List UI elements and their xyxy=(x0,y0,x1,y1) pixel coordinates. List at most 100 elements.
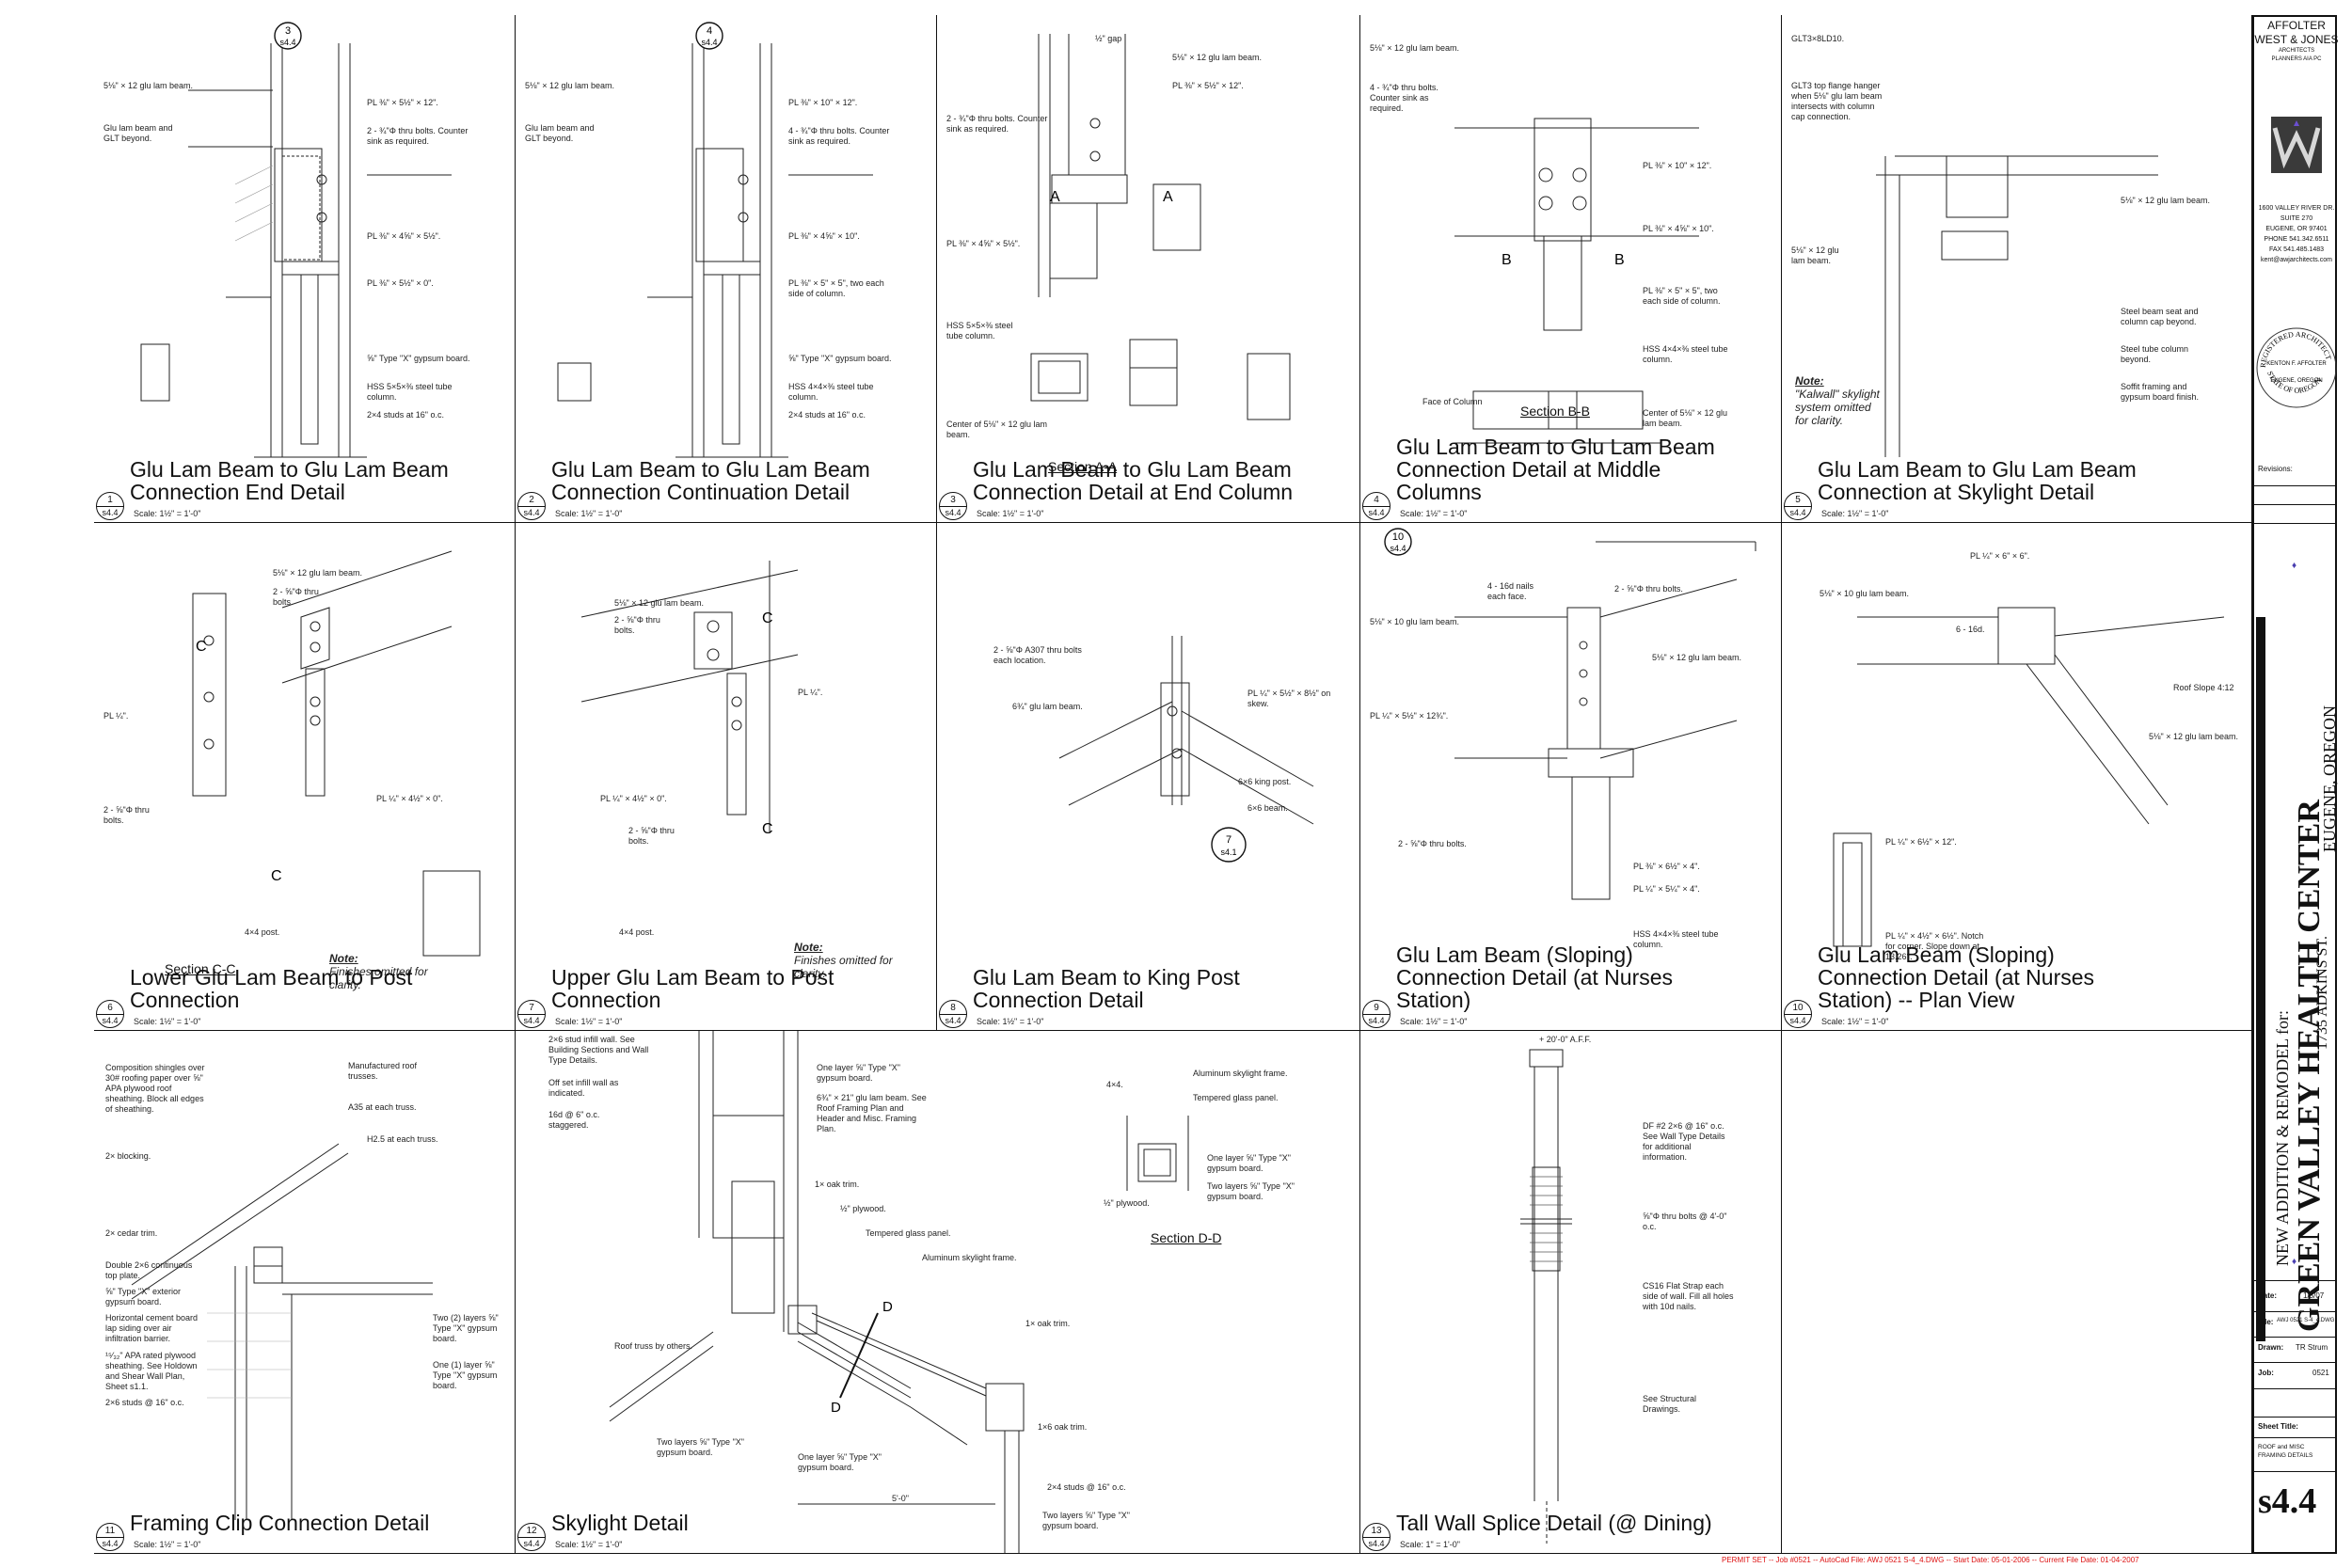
detail-title: Glu Lam Beam to Glu Lam Beam xyxy=(973,457,1292,482)
detail-title: Station) xyxy=(1396,988,1471,1012)
note: HSS 5×5×⅜ steel tube column. xyxy=(946,321,1013,341)
detail-11: Composition shingles over 30# roofing pa… xyxy=(94,1031,516,1554)
note: 5⅛" × 12 glu lam beam. xyxy=(525,81,615,90)
detail-12-drawing: D D xyxy=(609,1031,1189,1553)
note: 5⅛" × 12 glu lam beam. xyxy=(103,81,194,90)
note: One layer ⅝" Type "X" gypsum board. xyxy=(817,1063,900,1083)
note: A35 at each truss. xyxy=(348,1102,417,1112)
cut-ref-3: 3 xyxy=(285,25,291,37)
note: One layer ⅝" Type "X" gypsum board. xyxy=(1207,1153,1291,1173)
note: Face of Column xyxy=(1422,397,1483,406)
meta-job: Job:0521 xyxy=(2258,1369,2329,1377)
svg-text:D: D xyxy=(831,1400,841,1416)
note: 1×6 oak trim. xyxy=(1038,1422,1088,1432)
detail-title: Glu Lam Beam to Glu Lam Beam xyxy=(1818,457,2137,482)
svg-text:A: A xyxy=(1163,189,1173,205)
detail-5-drawing xyxy=(1876,155,2158,457)
detail-3-drawing: A A xyxy=(1030,34,1291,420)
note: 4 - ¾"Φ thru bolts. Counter sink as requ… xyxy=(788,126,890,146)
note: 4×4. xyxy=(1106,1080,1123,1089)
detail-4: B B 5⅛" × 12 glu lam beam. 4 - ¾"Φ thru … xyxy=(1360,15,1782,523)
section-label: Section A-A xyxy=(1048,459,1118,474)
note: Center of 5⅛" × 12 glu lam beam. xyxy=(1643,408,1728,428)
note: PL ¼" × 6½" × 12". xyxy=(1885,837,1957,847)
detail-scale: Scale: 1½" = 1'-0" xyxy=(134,1017,201,1026)
note: PL ⅜" × 10" × 12". xyxy=(1643,161,1712,170)
dimension: 5'-0" xyxy=(892,1494,909,1503)
detail-title: Upper Glu Lam Beam to Post xyxy=(551,965,834,990)
detail-scale: Scale: 1½" = 1'-0" xyxy=(555,1540,623,1549)
detail-grid: 3 s4.4 5⅛" × 12 glu lam beam. Glu lam be… xyxy=(94,15,2252,1554)
architect-seal: REGISTERED ARCHITECT KENTON F. AFFOLTER … xyxy=(2256,327,2337,408)
note: 4×4 post. xyxy=(245,927,280,937)
detail-title: Glu Lam Beam to Glu Lam Beam xyxy=(130,457,449,482)
note: GLT3×8LD10. xyxy=(1791,34,1845,43)
note: 2 - ⅝"Φ thru bolts. xyxy=(103,805,150,825)
svg-text:C: C xyxy=(762,821,773,837)
note: 2×4 studs at 16" o.c. xyxy=(788,410,866,420)
svg-text:B: B xyxy=(1502,252,1512,268)
note: Tempered glass panel. xyxy=(866,1228,951,1238)
meta-file: File:AWJ 0521 S-4_4.DWG xyxy=(2258,1318,2335,1326)
project-info: NEW ADDITION & REMODEL for: GREEN VALLEY… xyxy=(2254,617,2339,1558)
note: PL ¼" × 4½" × 6½". Notch for corner. Slo… xyxy=(1885,931,1984,961)
detail-6: C C 5⅛" × 12 glu lam beam. 2 - ⅝"Φ thru … xyxy=(94,523,516,1031)
detail-8: 7 s4.1 2 - ⅝"Φ A307 thru bolts each loca… xyxy=(937,523,1360,1031)
note: DF #2 2×6 @ 16" o.c. See Wall Type Detai… xyxy=(1643,1121,1725,1162)
note: Off set infill wall as indicated. xyxy=(548,1078,619,1098)
detail-scale: Scale: 1½" = 1'-0" xyxy=(977,1017,1044,1026)
note: 2 - ¾"Φ thru bolts. Counter sink as requ… xyxy=(946,114,1048,134)
sheet-number: s4.4 xyxy=(2258,1481,2317,1521)
note: 2× blocking. xyxy=(105,1151,151,1161)
callout-number: 10 xyxy=(1392,531,1404,543)
note: Glu lam beam and GLT beyond. xyxy=(103,123,173,143)
note: PL ⅜" × 5½" × 12". xyxy=(1172,81,1244,90)
note: Two (2) layers ⅝" Type "X" gypsum board. xyxy=(433,1313,499,1343)
note: 5⅛" × 12 glu lam beam. xyxy=(614,598,705,608)
note: 2 - ⅝"Φ thru bolts. xyxy=(614,615,660,635)
note: PL ⅜" × 5½" × 0". xyxy=(367,278,434,288)
detail-title: Glu Lam Beam to Glu Lam Beam xyxy=(1396,435,1715,459)
detail-6-drawing: C C xyxy=(192,550,481,957)
note: Roof truss by others. xyxy=(614,1341,693,1351)
note: CS16 Flat Strap each side of wall. Fill … xyxy=(1643,1281,1734,1311)
note: See Structural Drawings. xyxy=(1643,1394,1697,1414)
note: ⅝"Φ thru bolts @ 4'-0" o.c. xyxy=(1643,1212,1727,1231)
callout-number: 7 xyxy=(1226,834,1232,846)
note: PL ¼" × 4½" × 0". xyxy=(376,794,443,803)
note: 1× oak trim. xyxy=(815,1180,860,1189)
detail-1: 3 s4.4 5⅛" × 12 glu lam beam. Glu lam be… xyxy=(94,15,516,523)
detail-title: Tall Wall Splice Detail (@ Dining) xyxy=(1396,1511,1712,1535)
project-address: 1735 ADKINS ST. xyxy=(2314,935,2330,1050)
note: 5⅛" × 12 glu lam beam. xyxy=(273,568,363,578)
detail-10: PL ¼" × 6" × 6". 5⅛" × 10 glu lam beam. … xyxy=(1782,523,2252,1031)
title-bar xyxy=(2256,617,2265,1341)
meta-drawn: Drawn:TR Strum xyxy=(2258,1343,2328,1352)
detail-12: D D 2×6 stud infill wall. See Building S… xyxy=(516,1031,1360,1554)
svg-text:s4.4: s4.4 xyxy=(279,38,295,47)
skylight-note: Note: "Kalwall" skylight system omitted … xyxy=(1795,374,1880,427)
detail-title: Glu Lam Beam to King Post xyxy=(973,965,1240,990)
detail-title: Connection Detail (at Nurses xyxy=(1396,965,1674,990)
note: HSS 5×5×⅜ steel tube column. xyxy=(367,382,453,402)
firm-address: 1600 VALLEY RIVER DR. SUITE 270 EUGENE, … xyxy=(2258,205,2335,263)
firm-name: AFFOLTER WEST & JONES ARCHITECTS PLANNER… xyxy=(2254,19,2339,62)
detail-scale: Scale: 1½" = 1'-0" xyxy=(1821,509,1889,518)
callout-ref: s4.1 xyxy=(1220,847,1236,857)
svg-text:4: 4 xyxy=(707,25,712,37)
detail-9-drawing: 10 s4.4 xyxy=(1384,528,1756,900)
detail-7-drawing: C C xyxy=(580,561,799,837)
note: PL ¼" × 4½" × 0". xyxy=(600,794,667,803)
note: ½" plywood. xyxy=(1104,1198,1150,1208)
note: Aluminum skylight frame. xyxy=(1193,1069,1288,1078)
svg-text:C: C xyxy=(271,868,282,884)
note: 2 - ⅝"Φ thru bolts. xyxy=(1398,839,1467,848)
detail-title: Glu Lam Beam (Sloping) xyxy=(1396,942,1633,967)
detail-title: Glu Lam Beam to Glu Lam Beam xyxy=(551,457,870,482)
diamond-icon: ♦ xyxy=(2292,1257,2297,1267)
svg-text:C: C xyxy=(196,639,207,655)
note: ½" plywood. xyxy=(840,1204,886,1213)
